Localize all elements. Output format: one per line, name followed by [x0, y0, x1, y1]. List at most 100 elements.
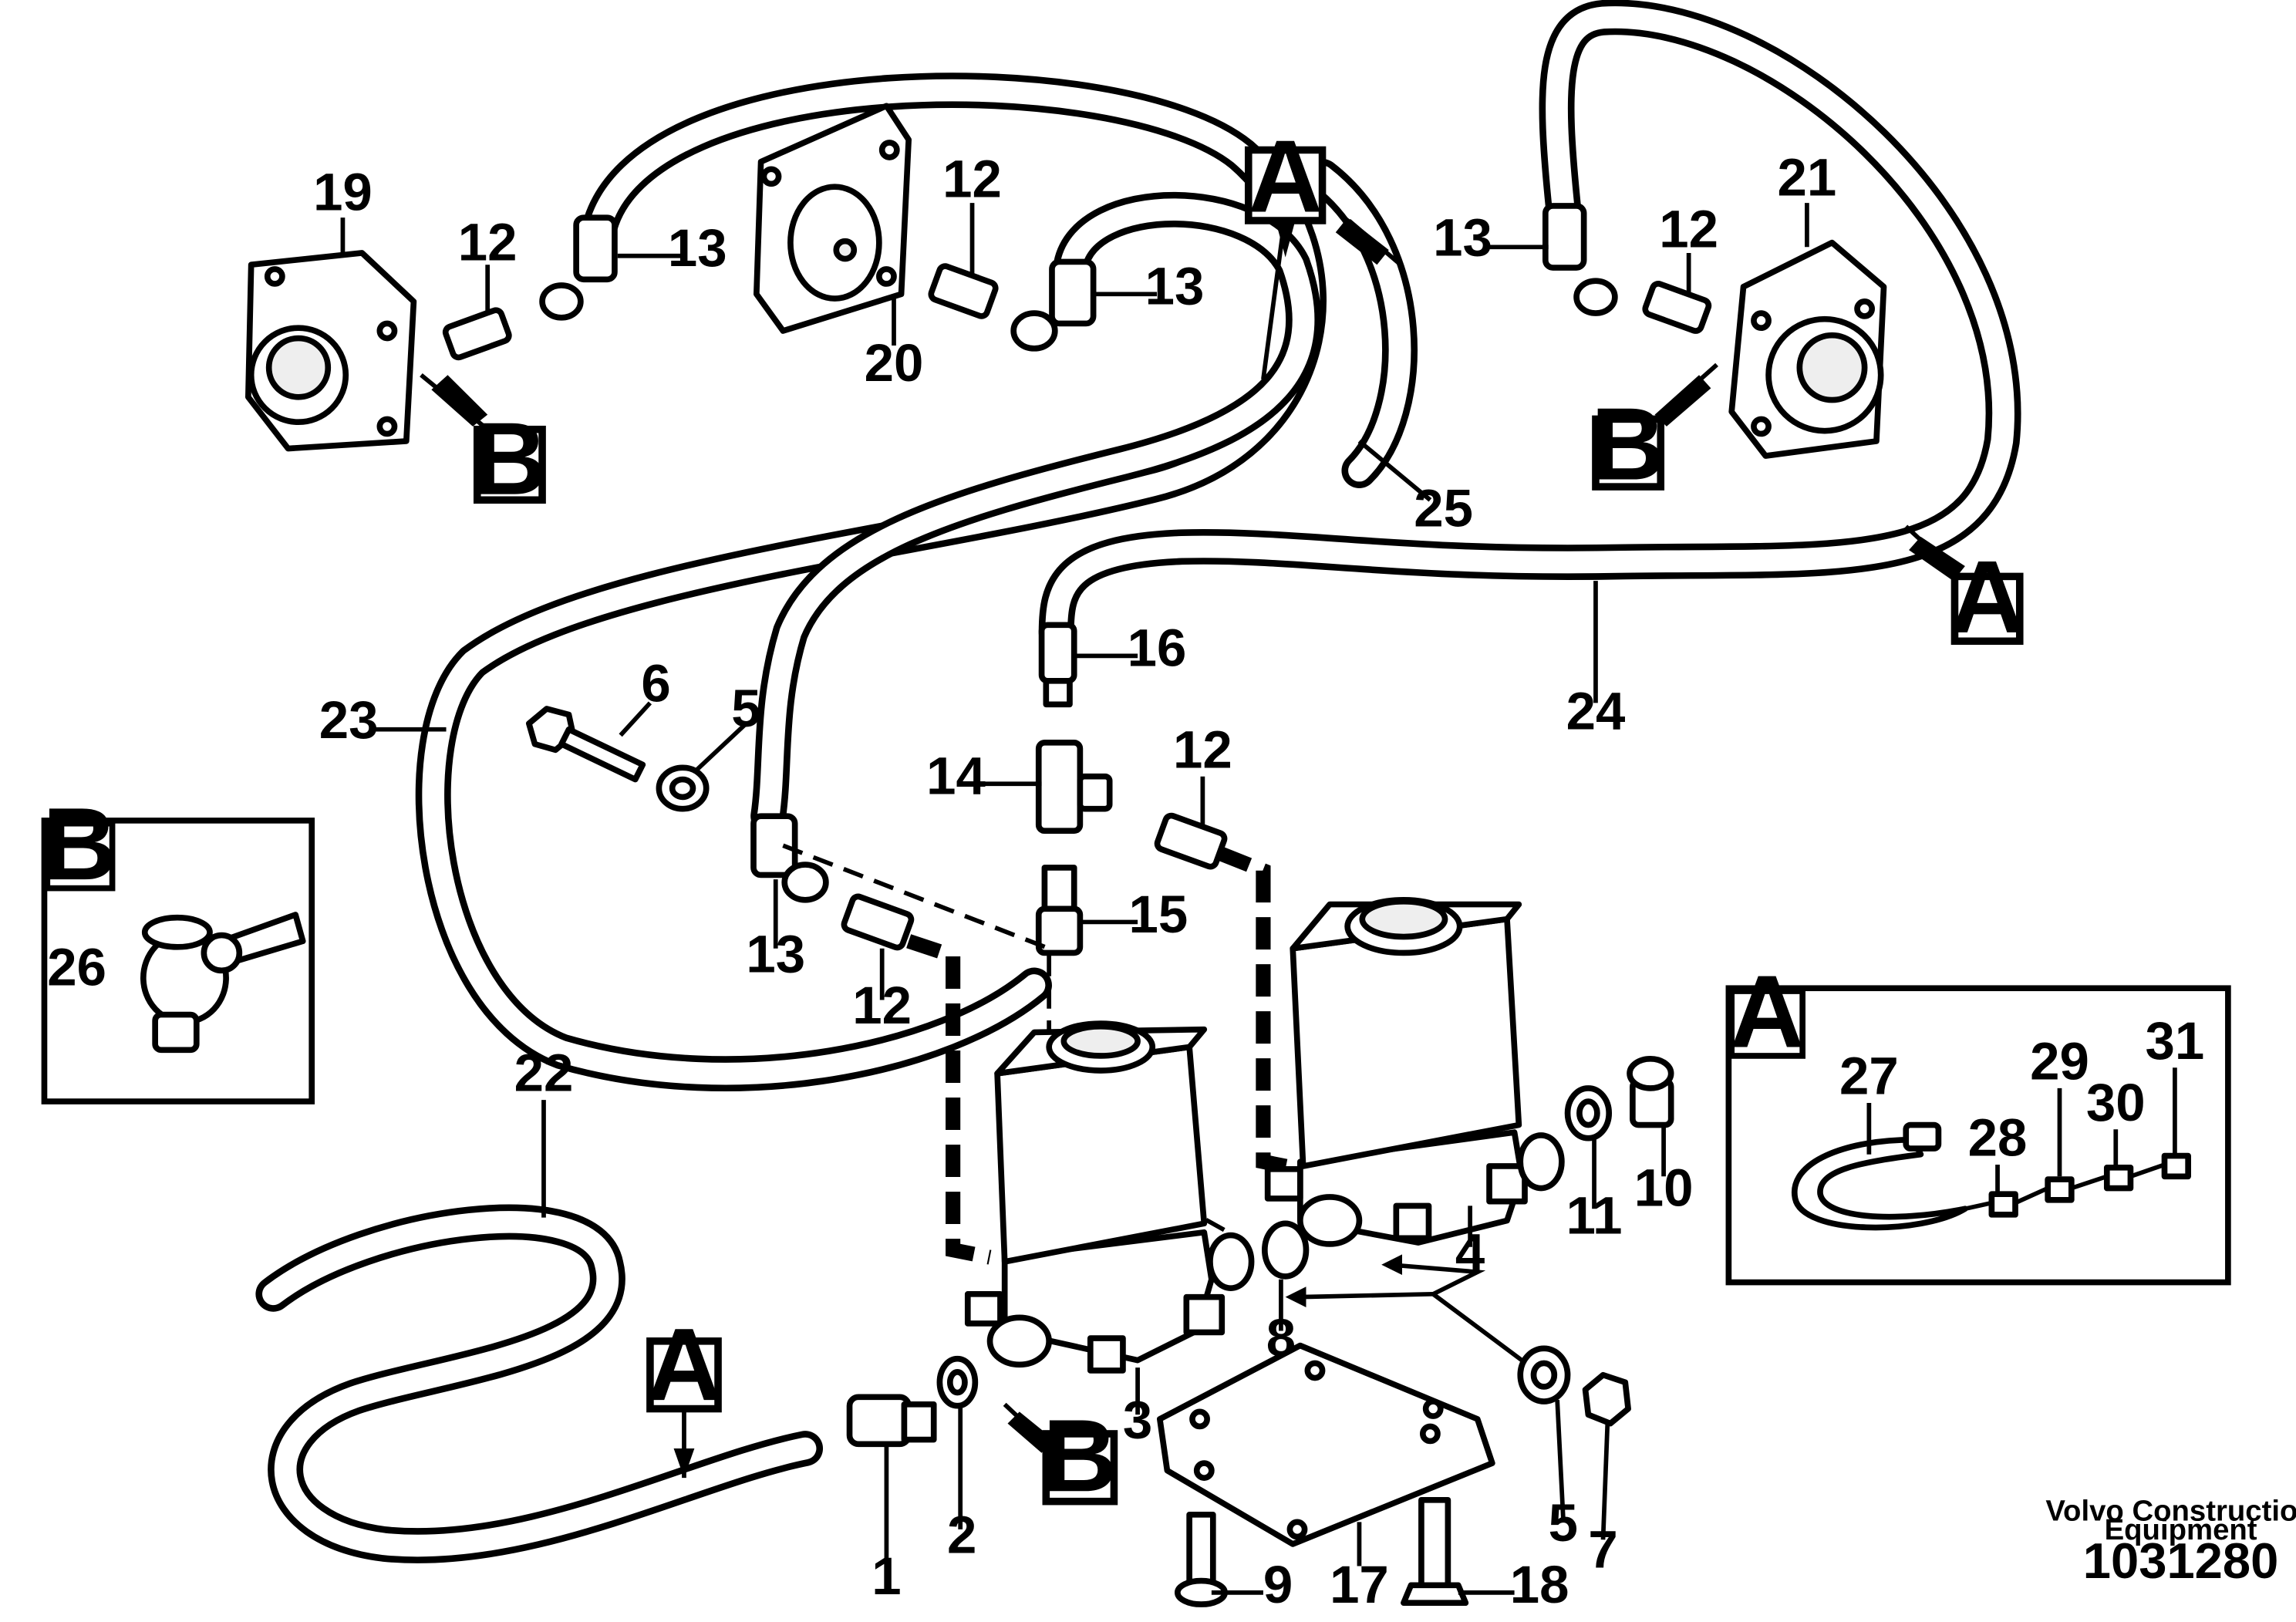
label-1: 1 [872, 1546, 901, 1606]
label-6: 6 [641, 654, 670, 713]
label-18: 18 [1510, 1555, 1569, 1614]
callout-a-right: A [1950, 540, 2025, 655]
label-3: 3 [1123, 1391, 1152, 1450]
label-8: 8 [1266, 1308, 1296, 1367]
cable-tie-27 [1791, 1121, 1968, 1231]
label-14: 14 [926, 747, 986, 806]
svg-text:A: A [1730, 955, 1805, 1070]
washer-5a [656, 764, 710, 812]
label-9: 9 [1263, 1555, 1293, 1614]
label-11: 11 [1566, 1186, 1623, 1246]
plug-10 [1627, 1055, 1674, 1128]
hose-25-outer [1304, 158, 1418, 488]
hose-22 [255, 1204, 824, 1563]
label-12c: 12 [1659, 199, 1718, 258]
callout-b-19: B [472, 402, 547, 517]
label-13a: 13 [668, 218, 727, 278]
svg-text:B: B [1043, 1399, 1118, 1514]
fitting-15 [1035, 865, 1084, 956]
part-labels: 19 12 13 20 12 13 13 12 21 25 24 23 6 5 … [47, 148, 2204, 1614]
o-ring-8 [1262, 1220, 1310, 1280]
arrowhead-2 [1381, 1254, 1403, 1276]
svg-text:B: B [42, 787, 117, 902]
label-13d: 13 [746, 924, 805, 983]
assembly-arrow-2 [1300, 1291, 1434, 1300]
clip-28 [1988, 1191, 2018, 1218]
bulkhead-fitting-19 [245, 250, 417, 452]
label-5b: 5 [1549, 1493, 1578, 1553]
fitting-16 [1038, 622, 1077, 708]
footer: Volvo Construction Equipment 1031280 [2045, 1495, 2296, 1589]
label-21: 21 [1778, 148, 1837, 207]
label-26: 26 [47, 938, 106, 997]
wire-left [906, 934, 992, 1265]
label-17: 17 [1330, 1555, 1389, 1614]
union-fitting-12a [442, 307, 512, 361]
union-fitting-12d [1154, 812, 1228, 870]
label-13c: 13 [1433, 208, 1492, 268]
label-12a: 12 [458, 213, 518, 272]
wire-right [1215, 845, 1302, 1177]
arrowhead [1285, 1286, 1306, 1307]
solenoid-valve-4 [1264, 897, 1565, 1247]
clip-31 [2161, 1152, 2191, 1180]
footer-line-2: Equipment [2105, 1513, 2257, 1546]
label-27: 27 [1839, 1047, 1899, 1106]
label-12d: 12 [1173, 720, 1232, 779]
label-22: 22 [514, 1044, 574, 1103]
label-30: 30 [2086, 1073, 2146, 1132]
label-25: 25 [1414, 479, 1473, 538]
detail-box-a: A [1725, 955, 2231, 1286]
elbow-13b [1010, 258, 1097, 352]
bolt-6 [525, 706, 646, 783]
washer-2 [936, 1355, 979, 1409]
banjo-fitting-26 [140, 912, 306, 1054]
label-5a: 5 [731, 679, 760, 738]
label-23: 23 [319, 690, 379, 750]
bolt-18 [1401, 1496, 1469, 1607]
hose-24 [1038, 0, 2021, 650]
label-31: 31 [2146, 1011, 2205, 1071]
nut-7 [1582, 1371, 1631, 1427]
clip-29 [2045, 1176, 2075, 1203]
label-28: 28 [1968, 1108, 2028, 1168]
bracket-plate-17 [1156, 1342, 1495, 1547]
callout-a-top: A [1244, 120, 1327, 234]
label-24: 24 [1566, 682, 1626, 741]
label-4: 4 [1455, 1222, 1485, 1282]
callout-b-bottom: B [1042, 1399, 1118, 1514]
label-10: 10 [1634, 1158, 1694, 1218]
label-13b: 13 [1145, 257, 1205, 316]
detail-box-b: B [41, 787, 315, 1104]
hose-25 [750, 191, 1322, 835]
footer-line-1: Volvo Construction [2045, 1495, 2296, 1528]
svg-text:B: B [1591, 387, 1666, 502]
leader-lines [97, 203, 1809, 1595]
callout-pointers [420, 213, 1967, 1479]
solenoid-valve-3 [964, 1020, 1255, 1374]
svg-text:B: B [472, 402, 547, 517]
label-2: 2 [947, 1506, 976, 1565]
svg-text:A: A [647, 1307, 722, 1422]
svg-text:A: A [1248, 120, 1323, 234]
union-fitting-1 [846, 1394, 937, 1448]
label-12b: 12 [942, 150, 1002, 209]
clip-30 [2103, 1165, 2134, 1192]
tee-fitting-14 [1035, 740, 1113, 835]
label-19: 19 [313, 163, 373, 222]
callout-a-bottom: A [646, 1307, 722, 1422]
label-12e: 12 [852, 976, 912, 1035]
union-fitting-12b [928, 263, 999, 319]
bulkhead-plate-20 [754, 103, 912, 334]
elbow-13d [750, 813, 829, 903]
document-number: 1031280 [2083, 1533, 2279, 1589]
assembly-arrow [1388, 1262, 1523, 1362]
washer-11 [1564, 1085, 1613, 1141]
elbow-13c [1542, 203, 1618, 316]
label-7: 7 [1588, 1520, 1617, 1580]
elbow-13a [539, 214, 618, 321]
label-29: 29 [2030, 1032, 2089, 1091]
label-16: 16 [1128, 619, 1187, 678]
union-fitting-12e [841, 893, 915, 951]
